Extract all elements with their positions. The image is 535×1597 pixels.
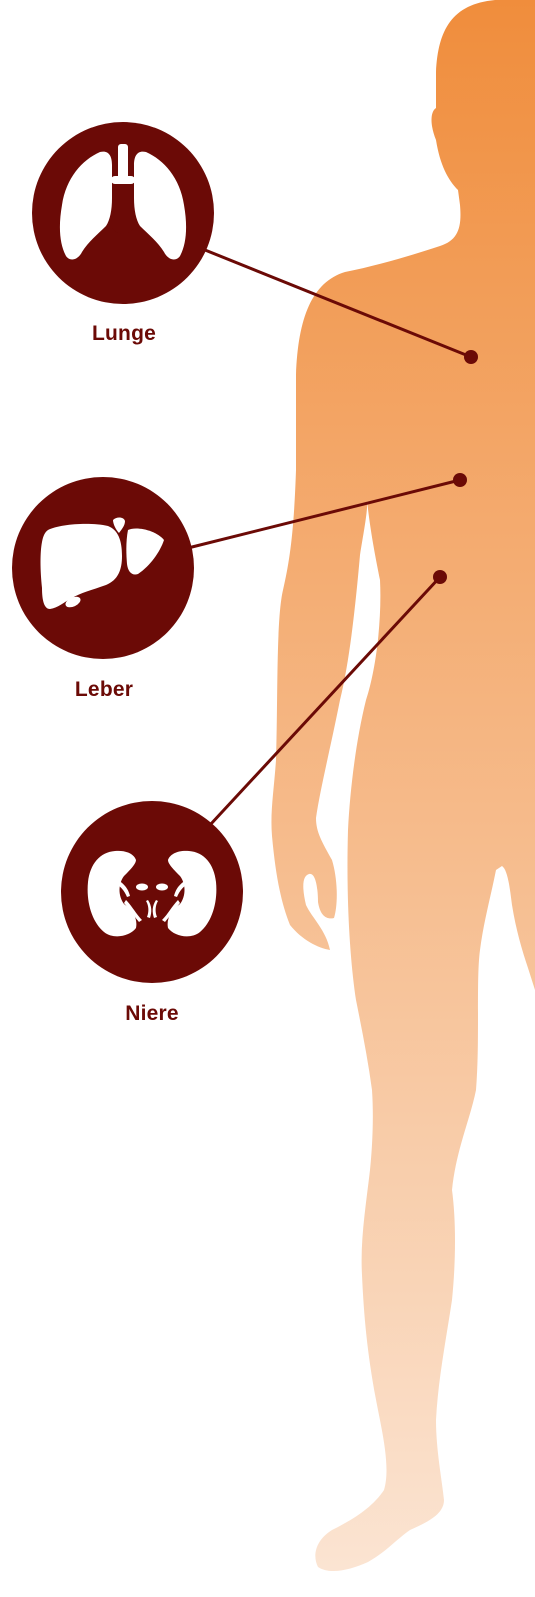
kidneys-icon xyxy=(61,801,243,983)
marker-dot-leber xyxy=(453,473,467,487)
organ-label-leber: Leber xyxy=(14,678,194,702)
liver-icon xyxy=(12,477,194,659)
marker-dot-niere xyxy=(433,570,447,584)
body-silhouette xyxy=(271,0,535,1571)
lungs-icon xyxy=(32,122,214,304)
organ-label-niere: Niere xyxy=(62,1002,242,1026)
marker-dot-lunge xyxy=(464,350,478,364)
organ-label-lunge: Lunge xyxy=(34,322,214,346)
